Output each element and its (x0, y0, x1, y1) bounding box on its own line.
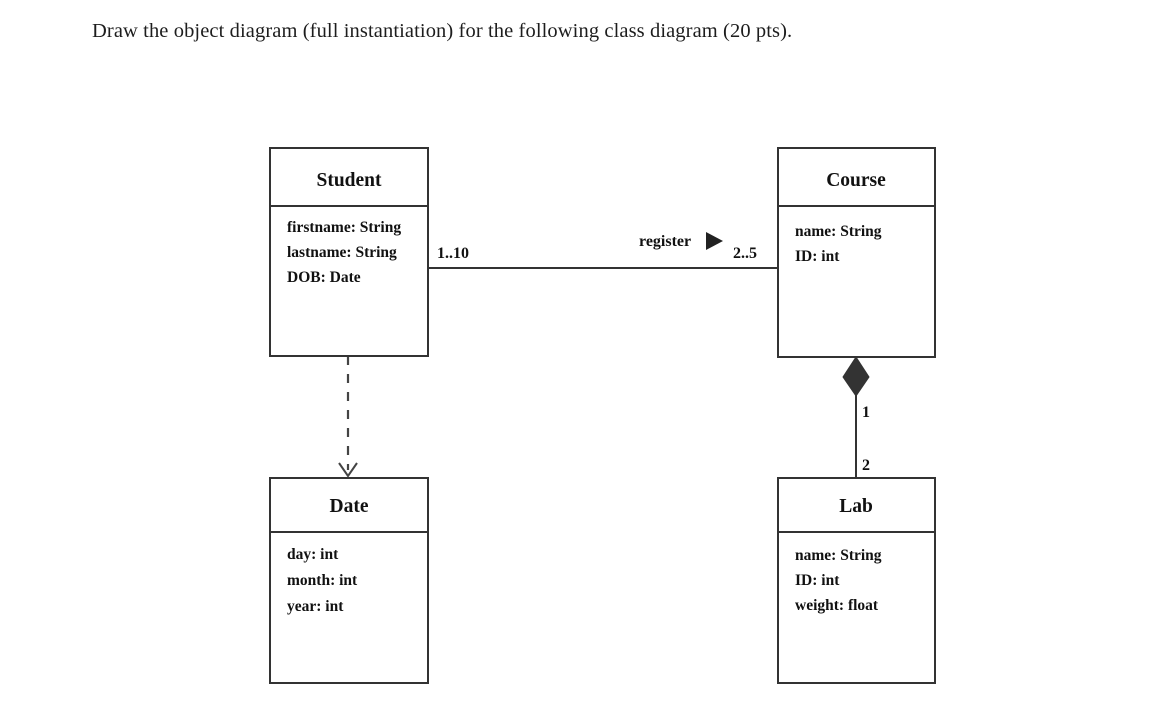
association-student-course[interactable]: register 1..10 2..5 (428, 232, 778, 269)
class-box-outline (777, 147, 936, 358)
class-attribute: day: int (287, 546, 339, 563)
class-box-date[interactable]: Date day: int month: int year: int (269, 477, 429, 684)
class-name-lab: Lab (839, 496, 873, 517)
dependency-open-arrowhead-icon (338, 462, 358, 478)
multiplicity-course-end: 2..5 (733, 245, 757, 262)
class-box-course[interactable]: Course name: String ID: int (777, 147, 936, 358)
class-attribute: month: int (287, 572, 358, 589)
class-attribute: firstname: String (287, 219, 401, 236)
class-box-student[interactable]: Student firstname: String lastname: Stri… (269, 147, 429, 357)
class-attribute: name: String (795, 547, 882, 564)
multiplicity-course-side: 1 (862, 404, 870, 421)
class-attribute: year: int (287, 598, 344, 615)
class-box-outline (777, 477, 936, 684)
navigation-triangle-icon (706, 232, 723, 250)
association-label-register: register (639, 233, 691, 250)
class-box-outline (269, 477, 429, 684)
class-attribute: ID: int (795, 248, 840, 265)
class-attribute: DOB: Date (287, 269, 361, 286)
class-box-lab[interactable]: Lab name: String ID: int weight: float (777, 477, 936, 684)
class-attribute: weight: float (795, 597, 879, 614)
class-name-course: Course (826, 170, 886, 191)
class-name-date: Date (330, 496, 369, 517)
class-attribute: lastname: String (287, 244, 397, 261)
multiplicity-student-end: 1..10 (437, 245, 469, 262)
composition-diamond-icon (842, 356, 870, 397)
class-box-outline (269, 147, 429, 357)
class-attribute: name: String (795, 223, 882, 240)
page-title: Draw the object diagram (full instantiat… (92, 20, 793, 42)
class-name-student: Student (316, 170, 382, 191)
dependency-student-date[interactable] (338, 356, 358, 478)
class-attribute: ID: int (795, 572, 840, 589)
multiplicity-lab-side: 2 (862, 457, 870, 474)
composition-course-lab[interactable]: 1 2 (842, 356, 870, 478)
